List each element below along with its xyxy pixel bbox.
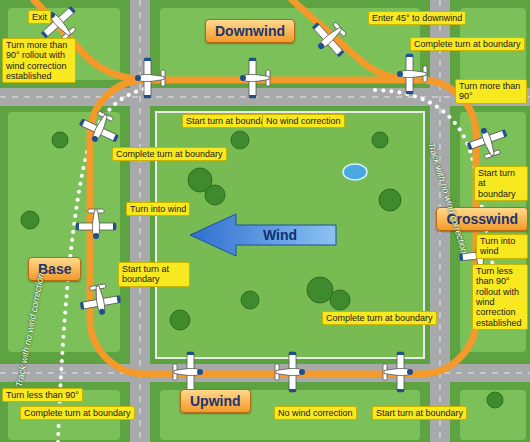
callout-box: Complete turn at boundary [112, 147, 227, 161]
callout-text: Turn more than 90° [459, 81, 523, 102]
leg-name: Downwind [215, 23, 285, 39]
callout-box: Start turn at boundary [474, 166, 528, 201]
airplanes [35, 0, 512, 392]
wind-arrow [190, 214, 336, 256]
callout-box: No wind correction [262, 114, 345, 128]
wind-label: Wind [263, 227, 297, 243]
callout-text: Complete turn at boundary [414, 39, 521, 49]
callout-box: Start turn at boundary [118, 262, 190, 287]
callout-text: Turn into wind [130, 204, 186, 214]
leg-name-box: Upwind [180, 389, 251, 413]
pond [343, 164, 367, 180]
callout-text: Turn less than 90° [6, 390, 79, 400]
callout-box: Turn less than 90° [2, 388, 83, 402]
leg-name-box: Downwind [205, 19, 295, 43]
flight-track [34, 0, 476, 374]
callout-box: Turn less than 90° rollout with wind cor… [472, 264, 528, 330]
callout-text: Turn less than 90° rollout with wind cor… [476, 266, 524, 328]
callout-box: Turn into wind [476, 234, 528, 259]
callout-text: No wind correction [266, 116, 341, 126]
callout-box: No wind correction [274, 406, 357, 420]
callout-text: Start turn at boundary [376, 408, 463, 418]
callout-text: Complete turn at boundary [24, 408, 131, 418]
callout-text: Complete turn at boundary [116, 149, 223, 159]
callout-text: Start turn at boundary [122, 264, 186, 285]
callout-text: Turn more than 90° rollout with wind cor… [6, 40, 72, 81]
callout-box: Turn more than 90° [455, 79, 527, 104]
callout-box: Complete turn at boundary [20, 406, 135, 420]
no-wind-tracks [58, 88, 505, 442]
callout-box: Turn more than 90° rollout with wind cor… [2, 38, 76, 83]
callout-text: Start turn at boundary [186, 116, 273, 126]
callout-box: Complete turn at boundary [322, 311, 437, 325]
track-label: Track with no wind correction [14, 272, 46, 388]
callout-text: Turn into wind [480, 236, 524, 257]
callout-box: Enter 45° to downwind [368, 11, 466, 25]
callout-box: Turn into wind [126, 202, 190, 216]
callout-text: Exit [32, 12, 47, 22]
leg-name: Upwind [190, 393, 241, 409]
callout-box: Complete turn at boundary [410, 37, 525, 51]
callout-text: Enter 45° to downwind [372, 13, 462, 23]
callout-text: Start turn at boundary [478, 168, 524, 199]
callout-box: Exit [28, 10, 51, 24]
callout-text: Complete turn at boundary [326, 313, 433, 323]
track-label: Track with no wind correction [426, 141, 469, 255]
callout-box: Start turn at boundary [372, 406, 467, 420]
callout-text: No wind correction [278, 408, 353, 418]
